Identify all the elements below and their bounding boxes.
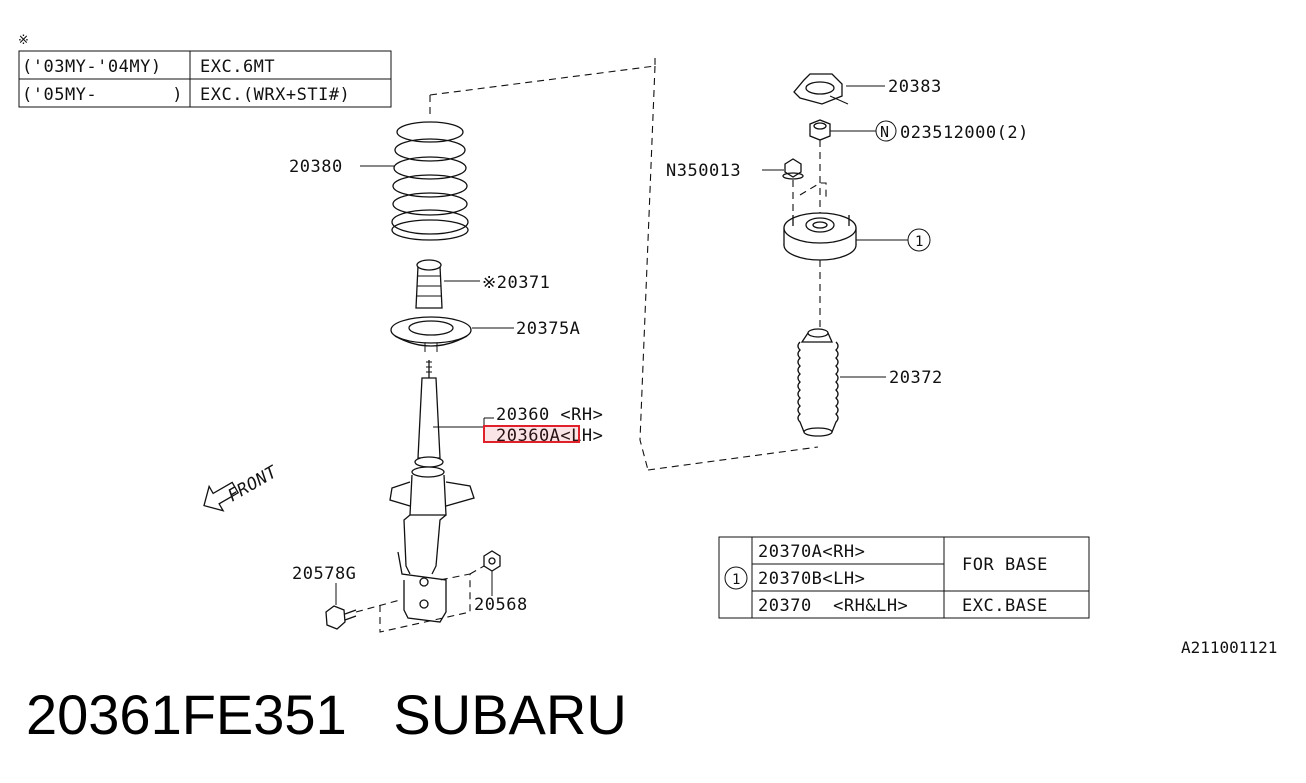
front-arrow-icon [203,481,240,512]
footer-title: 20361FE351 SUBARU [26,682,627,747]
label-bolt: 20578G [292,564,356,584]
legend-note-exc-base: EXC.BASE [962,596,1048,616]
applicability-row-2-note: EXC.(WRX+STI#) [200,85,350,105]
mount-cap [793,73,849,105]
nut [483,550,501,572]
flange-nut [782,158,804,180]
bolt [325,599,401,630]
asterisk-mark: ※ [18,33,29,48]
footer-brand: SUBARU [393,683,627,746]
footer-part-number: 20361FE351 [26,683,347,746]
dust-boot [797,328,839,437]
legend-row-2-part: 20370B<LH> [758,569,865,589]
label-mount-nut: 023512000(2) [900,123,1029,143]
applicability-row-1-period: ('03MY-'04MY) [22,57,162,77]
highlight-box-20360A[interactable] [483,425,580,443]
strut-assembly [389,360,475,623]
label-strut-rh: 20360 <RH> [496,405,603,425]
label-front: FRONT [225,462,283,507]
spring-seat [390,316,472,352]
legend-row-3-part: 20370 <RH&LH> [758,596,908,616]
label-nut: 20568 [474,595,528,615]
diagram-id: A211001121 [1181,638,1277,657]
mount-nut-marker: N [880,123,889,141]
label-bump-stop: ※20371 [482,273,550,293]
applicability-table: ('03MY-'04MY) EXC.6MT ('05MY- ) EXC.(WRX… [18,50,392,108]
legend-ref-number: 1 [732,572,740,588]
mount-ref-number: 1 [915,234,923,250]
legend-row-1-part: 20370A<RH> [758,542,865,562]
legend-table: 1 20370A<RH> 20370B<LH> 20370 <RH&LH> FO… [718,536,1090,619]
assembly-dashed-line-right [639,65,656,471]
assembly-dashed-line-lower [647,446,819,471]
label-dust-boot: 20372 [889,368,943,388]
label-spring-seat: 20375A [516,319,580,339]
label-mount-cap: 20383 [888,77,942,97]
assembly-dashed-line-upper [429,58,656,96]
applicability-row-1-note: EXC.6MT [200,57,275,77]
applicability-row-2-period: ('05MY- ) [22,85,183,105]
bracket-dashed-box [379,573,471,633]
mount-nut [809,119,831,141]
label-flange-nut: N350013 [666,161,741,181]
strut-mount [783,182,857,261]
bump-stop [415,259,443,309]
coil-spring [391,121,469,241]
label-spring: 20380 [289,157,343,177]
legend-note-base: FOR BASE [962,555,1048,575]
